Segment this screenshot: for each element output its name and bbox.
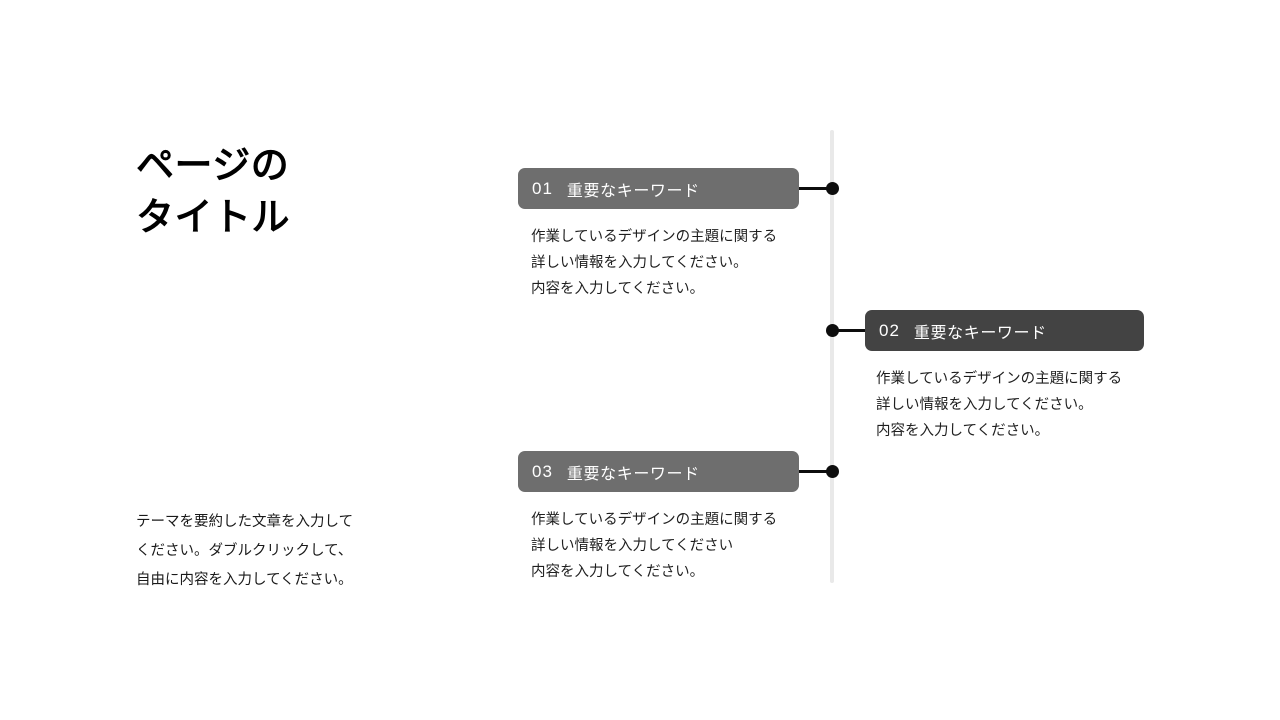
- timeline-item-02-body: 作業しているデザインの主題に関する 詳しい情報を入力してください。 内容を入力し…: [876, 371, 1123, 439]
- timeline-item-02-header[interactable]: 02 重要なキーワード: [865, 310, 1144, 351]
- connector-line-03: [797, 470, 833, 473]
- timeline-item-03-header[interactable]: 03 重要なキーワード: [518, 451, 799, 492]
- connector-line-01: [797, 187, 833, 190]
- timeline-item-01[interactable]: 01 重要なキーワード 作業しているデザインの主題に関する 詳しい情報を入力して…: [518, 168, 799, 302]
- page-title: ページの タイトル: [136, 145, 291, 239]
- connector-line-02: [832, 329, 868, 332]
- timeline-item-02[interactable]: 02 重要なキーワード 作業しているデザインの主題に関する 詳しい情報を入力して…: [865, 310, 1144, 444]
- timeline-item-02-number: 02: [879, 320, 900, 340]
- timeline-item-03-body: 作業しているデザインの主題に関する 詳しい情報を入力してください 内容を入力して…: [531, 512, 778, 580]
- timeline-item-02-keyword: 重要なキーワード: [913, 324, 1047, 342]
- timeline-item-01-body: 作業しているデザインの主題に関する 詳しい情報を入力してください。 内容を入力し…: [531, 229, 778, 297]
- timeline-item-01-header[interactable]: 01 重要なキーワード: [518, 168, 799, 209]
- timeline-axis-line: [830, 130, 834, 583]
- timeline-item-03-number: 03: [532, 461, 553, 481]
- timeline-item-01-keyword: 重要なキーワード: [566, 182, 700, 200]
- timeline-item-03-keyword: 重要なキーワード: [566, 465, 700, 483]
- summary-paragraph: テーマを要約した文章を入力して ください。ダブルクリックして、 自由に内容を入力…: [136, 514, 354, 588]
- timeline-item-03[interactable]: 03 重要なキーワード 作業しているデザインの主題に関する 詳しい情報を入力して…: [518, 451, 799, 585]
- timeline-item-01-number: 01: [532, 178, 553, 198]
